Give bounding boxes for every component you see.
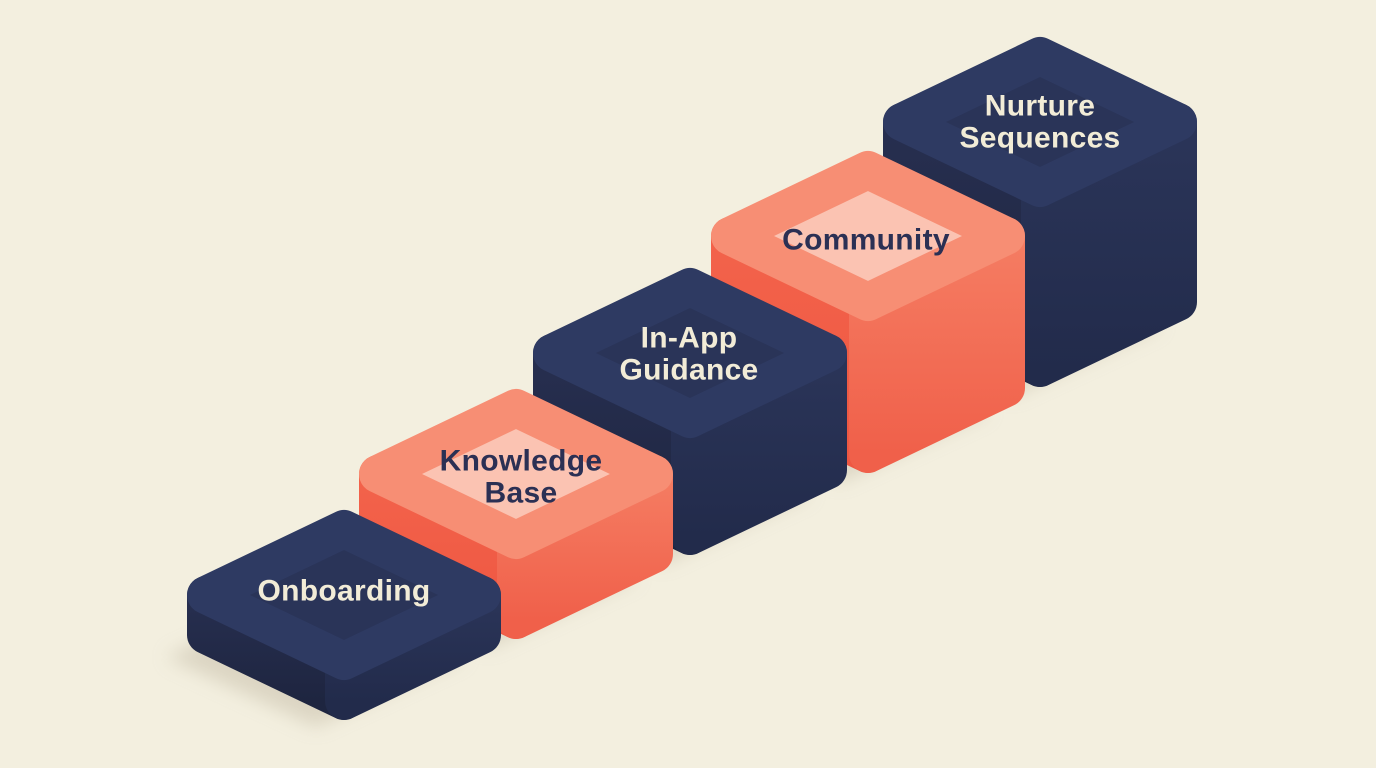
- block-top-face: [533, 268, 847, 438]
- block-top-face: [359, 389, 673, 559]
- block-top-face: [187, 510, 501, 680]
- block-top-face: [711, 151, 1025, 321]
- block-top-face: [883, 37, 1197, 207]
- block-onboarding: [166, 510, 501, 727]
